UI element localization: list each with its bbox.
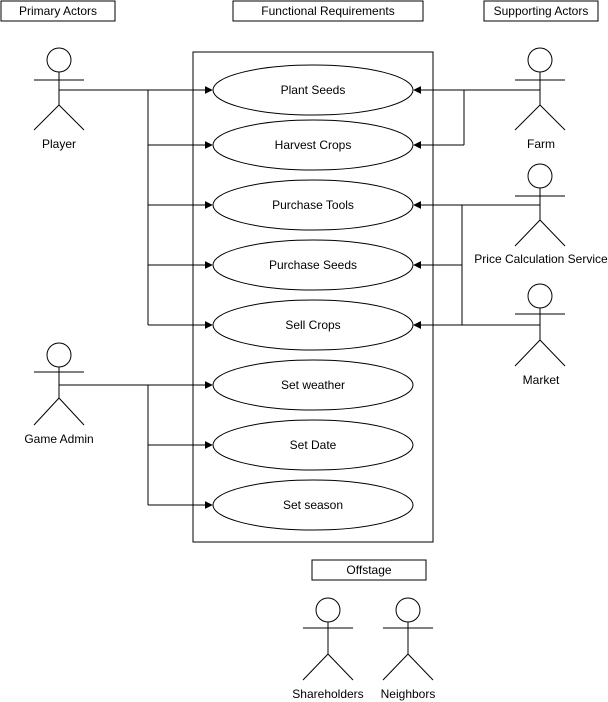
use-case-sell-crops: Sell Crops xyxy=(212,299,414,351)
stick-figure-icon xyxy=(33,342,85,426)
connectors-farm xyxy=(413,86,540,149)
connectors-game-admin xyxy=(59,381,213,509)
actor-label: Farm xyxy=(527,137,555,151)
header-supporting-label: Supporting Actors xyxy=(494,4,589,18)
actor-farm: Farm xyxy=(514,47,566,151)
stick-figure-icon xyxy=(514,163,566,247)
header-primary-actors: Primary Actors xyxy=(0,0,116,22)
use-case-set-weather: Set weather xyxy=(212,359,414,411)
header-offstage-label: Offstage xyxy=(346,563,391,577)
actor-player: Player xyxy=(33,47,85,151)
use-case-label: Plant Seeds xyxy=(281,83,346,97)
connectors-player xyxy=(59,86,213,329)
use-case-label: Set weather xyxy=(281,378,345,392)
actor-label: Player xyxy=(42,137,76,151)
actor-neighbors: Neighbors xyxy=(381,597,436,701)
actor-label: Neighbors xyxy=(381,687,436,701)
header-primary-label: Primary Actors xyxy=(19,4,97,18)
use-case-purchase-tools: Purchase Tools xyxy=(212,179,414,231)
use-case-label: Purchase Seeds xyxy=(269,258,357,272)
use-case-label: Sell Crops xyxy=(285,318,340,332)
actor-market: Market xyxy=(514,283,566,387)
stick-figure-icon xyxy=(382,597,434,681)
use-case-set-date: Set Date xyxy=(212,419,414,471)
use-case-purchase-seeds: Purchase Seeds xyxy=(212,239,414,291)
use-case-harvest-crops: Harvest Crops xyxy=(212,119,414,171)
actor-label: Market xyxy=(523,373,560,387)
use-case-label: Harvest Crops xyxy=(275,138,352,152)
stick-figure-icon xyxy=(33,47,85,131)
header-functional-label: Functional Requirements xyxy=(261,4,394,18)
stick-figure-icon xyxy=(514,283,566,367)
actor-game-admin: Game Admin xyxy=(24,342,94,446)
use-case-plant-seeds: Plant Seeds xyxy=(212,64,414,116)
header-functional-requirements: Functional Requirements xyxy=(232,0,424,22)
stick-figure-icon xyxy=(302,597,354,681)
use-case-label: Set Date xyxy=(290,438,337,452)
actor-price-calculation-service: Price Calculation Service xyxy=(474,163,608,266)
use-case-set-season: Set season xyxy=(212,479,414,531)
actor-shareholders: Shareholders xyxy=(292,597,364,701)
stick-figure-icon xyxy=(514,47,566,131)
actor-label: Game Admin xyxy=(24,432,93,446)
actor-label: Shareholders xyxy=(292,687,363,701)
use-case-label: Purchase Tools xyxy=(272,198,354,212)
actor-label: Price Calculation Service xyxy=(474,252,608,266)
header-supporting-actors: Supporting Actors xyxy=(483,0,599,22)
header-offstage: Offstage xyxy=(311,559,427,581)
use-case-label: Set season xyxy=(283,498,343,512)
